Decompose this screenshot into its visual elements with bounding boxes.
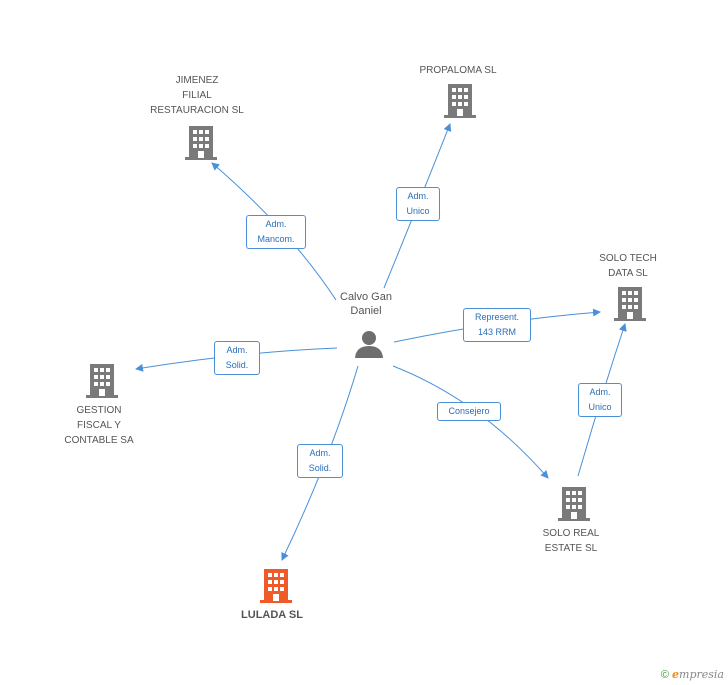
edge-label-jimenez: Adm. Mancom. bbox=[246, 215, 306, 249]
building-icon[interactable] bbox=[444, 84, 476, 118]
center-label-line1: Calvo Gan bbox=[340, 291, 392, 303]
edge-label-solo-tech: Represent. 143 RRM bbox=[463, 308, 531, 342]
edge-label-real-to-tech: Adm. Unico bbox=[578, 383, 622, 417]
building-icon[interactable] bbox=[558, 487, 590, 521]
building-icon[interactable] bbox=[86, 364, 118, 398]
node-label-gestion: GESTION FISCAL Y CONTABLE SA bbox=[44, 403, 154, 448]
gestion-line1: GESTION bbox=[76, 405, 122, 416]
edge-label-propaloma-line2: Unico bbox=[406, 206, 430, 216]
building-icon[interactable] bbox=[185, 126, 217, 160]
edge-label-jimenez-line2: Mancom. bbox=[257, 234, 295, 244]
node-label-jimenez: JIMENEZ FILIAL RESTAURACION SL bbox=[137, 73, 257, 118]
edge-label-gestion: Adm. Solid. bbox=[214, 341, 260, 375]
edge-label-lulada: Adm. Solid. bbox=[297, 444, 343, 478]
edge-label-propaloma-line1: Adm. bbox=[407, 191, 429, 201]
edge-label-lulada-line1: Adm. bbox=[309, 448, 331, 458]
brand-name: mpresia bbox=[679, 668, 724, 681]
solo-tech-line2: DATA SL bbox=[608, 268, 648, 279]
node-label-lulada: LULADA SL bbox=[222, 608, 322, 623]
node-label-solo-tech: SOLO TECH DATA SL bbox=[578, 251, 678, 281]
edge-label-jimenez-line1: Adm. bbox=[265, 219, 287, 229]
edge-label-solo-tech-line2: 143 RRM bbox=[477, 327, 516, 337]
edge-label-real-to-tech-line2: Unico bbox=[588, 402, 612, 412]
edge-label-lulada-line2: Solid. bbox=[308, 463, 332, 473]
copyright-symbol: © bbox=[660, 669, 669, 681]
jimenez-line1: JIMENEZ bbox=[175, 75, 219, 86]
propaloma-line1: PROPALOMA SL bbox=[419, 65, 497, 76]
lulada-line1: LULADA SL bbox=[241, 609, 303, 621]
solo-real-line2: ESTATE SL bbox=[544, 543, 598, 554]
building-icon[interactable] bbox=[614, 287, 646, 321]
edge-label-solo-real: Consejero bbox=[437, 402, 501, 421]
solo-tech-line1: SOLO TECH bbox=[599, 253, 657, 264]
gestion-line2: FISCAL Y bbox=[77, 420, 121, 431]
edge-solo-real bbox=[392, 365, 549, 479]
jimenez-line2: FILIAL bbox=[182, 90, 212, 101]
person-icon[interactable] bbox=[354, 330, 384, 358]
edge-label-solo-real-line1: Consejero bbox=[448, 406, 490, 416]
center-label-line2: Daniel bbox=[350, 305, 382, 317]
center-person-label: Calvo Gan Daniel bbox=[326, 290, 406, 318]
edge-label-solo-tech-line1: Represent. bbox=[474, 312, 520, 322]
edge-label-gestion-line1: Adm. bbox=[226, 345, 248, 355]
node-label-propaloma: PROPALOMA SL bbox=[398, 63, 518, 78]
edge-label-propaloma: Adm. Unico bbox=[396, 187, 440, 221]
edge-label-gestion-line2: Solid. bbox=[225, 360, 249, 370]
jimenez-line3: RESTAURACION SL bbox=[150, 105, 244, 116]
node-label-solo-real: SOLO REAL ESTATE SL bbox=[521, 526, 621, 556]
edge-label-real-to-tech-line1: Adm. bbox=[589, 387, 611, 397]
footer-brand: © empresia bbox=[661, 668, 724, 681]
building-icon-highlighted[interactable] bbox=[260, 569, 292, 603]
brand-initial: e bbox=[672, 668, 680, 681]
gestion-line3: CONTABLE SA bbox=[64, 435, 134, 446]
solo-real-line1: SOLO REAL bbox=[542, 528, 600, 539]
